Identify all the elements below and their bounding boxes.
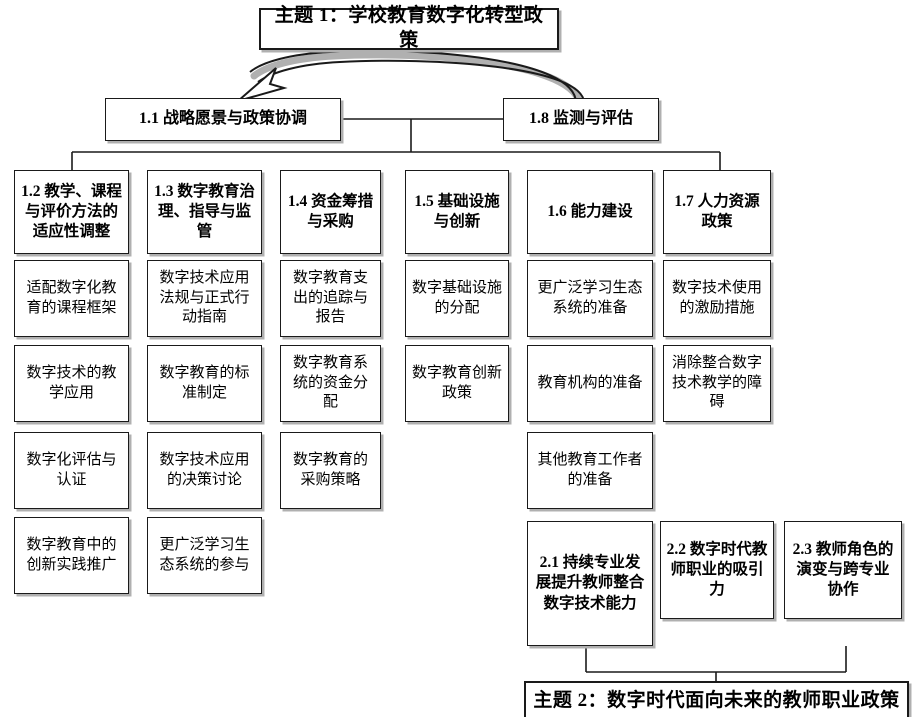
node-2-1-box[interactable]: 2.1 持续专业发展提升教师整合数字技术能力 (527, 521, 653, 646)
leaf-1-4-1-label: 数字教育支出的追踪与报告 (292, 270, 368, 326)
node-1-7-label: 1.7 人力资源政策 (674, 192, 760, 230)
node-1-2-box[interactable]: 1.2 教学、课程与评价方法的适应性调整 (14, 170, 129, 254)
leaf-1-2-4-label: 数字教育中的创新实践推广 (26, 537, 117, 573)
leaf-1-6-2[interactable]: 教育机构的准备 (527, 345, 653, 422)
node-1-5-box[interactable]: 1.5 基础设施与创新 (405, 170, 509, 254)
node-1-6-box[interactable]: 1.6 能力建设 (527, 170, 653, 254)
leaf-1-3-1-label: 数字技术应用法规与正式行动指南 (159, 270, 250, 326)
leaf-1-2-1-label: 适配数字化教育的课程框架 (26, 280, 117, 316)
leaf-1-4-1[interactable]: 数字教育支出的追踪与报告 (280, 260, 381, 337)
leaf-1-4-3[interactable]: 数字教育的采购策略 (280, 432, 381, 509)
leaf-1-3-2-label: 数字教育的标准制定 (159, 365, 250, 401)
leaf-1-5-1-label: 数字基础设施的分配 (411, 280, 502, 316)
node-1-5-label: 1.5 基础设施与创新 (414, 192, 500, 230)
leaf-1-4-2-label: 数字教育系统的资金分配 (292, 355, 368, 411)
leaf-1-4-2[interactable]: 数字教育系统的资金分配 (280, 345, 381, 422)
theme1-box[interactable]: 主题 1：学校教育数字化转型政策 (259, 5, 559, 51)
leaf-1-2-3[interactable]: 数字化评估与认证 (14, 432, 129, 509)
leaf-1-3-4[interactable]: 更广泛学习生态系统的参与 (147, 517, 262, 594)
node-1-6-label: 1.6 能力建设 (547, 202, 633, 220)
leaf-1-3-3[interactable]: 数字技术应用的决策讨论 (147, 432, 262, 509)
leaf-1-3-4-label: 更广泛学习生态系统的参与 (159, 537, 250, 573)
leaf-1-3-3-label: 数字技术应用的决策讨论 (159, 452, 250, 488)
node-1-4-box[interactable]: 1.4 资金筹措与采购 (280, 170, 381, 254)
node-2-2-box[interactable]: 2.2 数字时代教师职业的吸引力 (660, 521, 774, 619)
leaf-1-3-2[interactable]: 数字教育的标准制定 (147, 345, 262, 422)
leaf-1-7-2-label: 消除整合数字技术教学的障碍 (671, 355, 762, 411)
leaf-1-5-2-label: 数字教育创新政策 (411, 365, 502, 401)
node-1-1-box[interactable]: 1.1 战略愿景与政策协调 (105, 98, 341, 141)
node-1-3-label: 1.3 数字教育治理、指导与监管 (154, 182, 255, 241)
leaf-1-2-2-label: 数字技术的教学应用 (26, 365, 117, 401)
node-2-1-label: 2.1 持续专业发展提升教师整合数字技术能力 (535, 554, 645, 612)
leaf-1-4-3-label: 数字教育的采购策略 (292, 452, 368, 488)
leaf-1-7-1-label: 数字技术使用的激励措施 (671, 280, 762, 316)
node-1-8-box[interactable]: 1.8 监测与评估 (503, 98, 659, 141)
theme1-label: 主题 1：学校教育数字化转型政策 (274, 5, 544, 51)
theme2-box[interactable]: 主题 2：数字时代面向未来的教师职业政策 (524, 681, 909, 717)
node-1-8-label: 1.8 监测与评估 (528, 110, 633, 128)
leaf-1-3-1[interactable]: 数字技术应用法规与正式行动指南 (147, 260, 262, 337)
node-1-7-box[interactable]: 1.7 人力资源政策 (663, 170, 771, 254)
leaf-1-6-3[interactable]: 其他教育工作者的准备 (527, 432, 653, 509)
node-1-4-label: 1.4 资金筹措与采购 (287, 192, 374, 230)
node-2-2-label: 2.2 数字时代教师职业的吸引力 (666, 540, 768, 599)
node-1-2-label: 1.2 教学、课程与评价方法的适应性调整 (21, 182, 122, 241)
leaf-1-6-2-label: 教育机构的准备 (537, 374, 643, 391)
leaf-1-7-1[interactable]: 数字技术使用的激励措施 (663, 260, 771, 337)
node-1-1-label: 1.1 战略愿景与政策协调 (138, 110, 307, 128)
leaf-1-6-1[interactable]: 更广泛学习生态系统的准备 (527, 260, 653, 337)
theme2-label: 主题 2：数字时代面向未来的教师职业政策 (533, 689, 900, 711)
leaf-1-2-3-label: 数字化评估与认证 (26, 452, 117, 488)
leaf-1-5-2[interactable]: 数字教育创新政策 (405, 345, 509, 422)
leaf-1-2-2[interactable]: 数字技术的教学应用 (14, 345, 129, 422)
node-2-3-box[interactable]: 2.3 教师角色的演变与跨专业协作 (784, 521, 902, 619)
leaf-1-5-1[interactable]: 数字基础设施的分配 (405, 260, 509, 337)
leaf-1-7-2[interactable]: 消除整合数字技术教学的障碍 (663, 345, 771, 422)
leaf-1-6-3-label: 其他教育工作者的准备 (537, 452, 643, 488)
leaf-1-6-1-label: 更广泛学习生态系统的准备 (537, 280, 643, 316)
node-1-3-box[interactable]: 1.3 数字教育治理、指导与监管 (147, 170, 262, 254)
leaf-1-2-1[interactable]: 适配数字化教育的课程框架 (14, 260, 129, 337)
leaf-1-2-4[interactable]: 数字教育中的创新实践推广 (14, 517, 129, 594)
node-2-3-label: 2.3 教师角色的演变与跨专业协作 (792, 540, 894, 599)
